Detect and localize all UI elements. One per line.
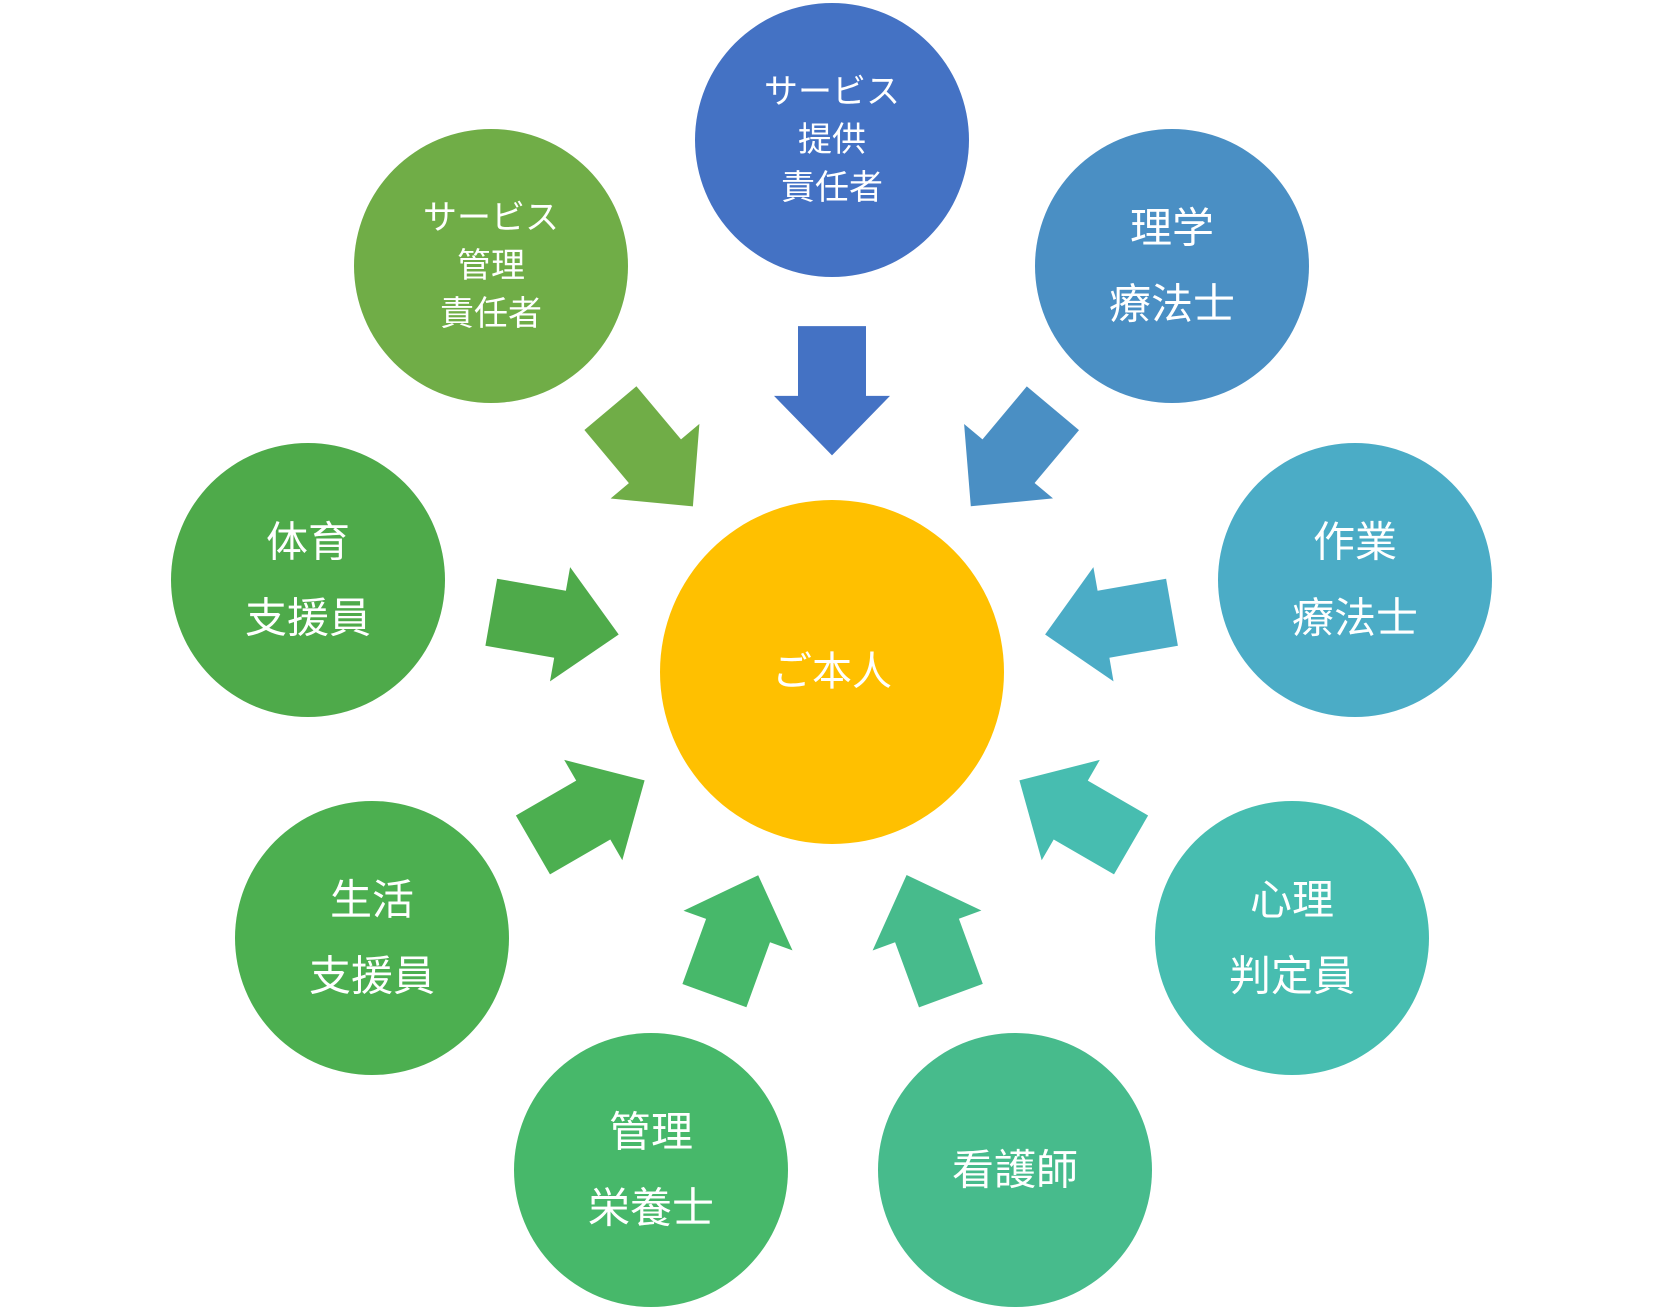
- node-circle-physical-therapist: [1035, 129, 1309, 403]
- arrow-occupational-therapist-to-center: [1045, 567, 1178, 682]
- node-psychologist-label-line: 心理: [1250, 876, 1334, 925]
- node-service-provision-manager-label-line: サービス: [764, 72, 900, 112]
- arrow-psychologist-to-center: [1019, 759, 1149, 875]
- center-node: ご本人: [660, 500, 1004, 844]
- arrow-life-support-worker-to-center: [515, 759, 645, 875]
- node-physical-therapist-label-line: 理学: [1130, 204, 1214, 253]
- node-service-manager-label-line: サービス: [423, 198, 559, 238]
- node-service-provision-manager-label-line: 提供: [798, 120, 866, 160]
- node-occupational-therapist-label-line: 療法士: [1292, 594, 1418, 643]
- node-circle-occupational-therapist: [1218, 443, 1492, 717]
- node-circle-pe-support-worker: [171, 443, 445, 717]
- node-registered-dietitian-label-line: 栄養士: [588, 1184, 714, 1233]
- node-registered-dietitian-label-line: 管理: [609, 1108, 693, 1157]
- node-psychologist-label-line: 判定員: [1229, 952, 1355, 1001]
- node-pe-support-worker-label-line: 支援員: [245, 594, 371, 643]
- arrow-pe-support-worker-to-center: [485, 567, 619, 682]
- node-circle-life-support-worker: [235, 801, 509, 1075]
- center-label-line: ご本人: [772, 649, 892, 695]
- node-occupational-therapist-label-line: 作業: [1313, 518, 1397, 567]
- node-circle-service-manager: [354, 129, 628, 403]
- node-pe-support-worker-label-line: 体育: [266, 518, 350, 567]
- node-circle-nurse: [878, 1033, 1152, 1307]
- node-life-support-worker-label-line: 支援員: [309, 952, 435, 1001]
- node-nurse-label-line: 看護師: [952, 1146, 1078, 1195]
- node-service-provision-manager-label-line: 責任者: [781, 168, 883, 208]
- arrow-registered-dietitian-to-center: [682, 875, 793, 1008]
- node-life-support-worker-label-line: 生活: [330, 876, 414, 925]
- center-circle: [660, 500, 1004, 844]
- arrow-physical-therapist-to-center: [964, 386, 1079, 507]
- arrow-service-manager-to-center: [584, 386, 700, 507]
- node-circle-service-provision-manager: [695, 3, 969, 277]
- node-nurse: 看護師: [878, 1033, 1152, 1307]
- node-physical-therapist-label-line: 療法士: [1109, 280, 1235, 329]
- node-service-manager-label-line: 責任者: [440, 294, 542, 334]
- node-circle-registered-dietitian: [514, 1033, 788, 1307]
- node-service-manager-label-line: 管理: [457, 246, 525, 286]
- arrow-service-provision-manager-to-center: [774, 326, 890, 456]
- arrow-nurse-to-center: [872, 875, 983, 1008]
- node-circle-psychologist: [1155, 801, 1429, 1075]
